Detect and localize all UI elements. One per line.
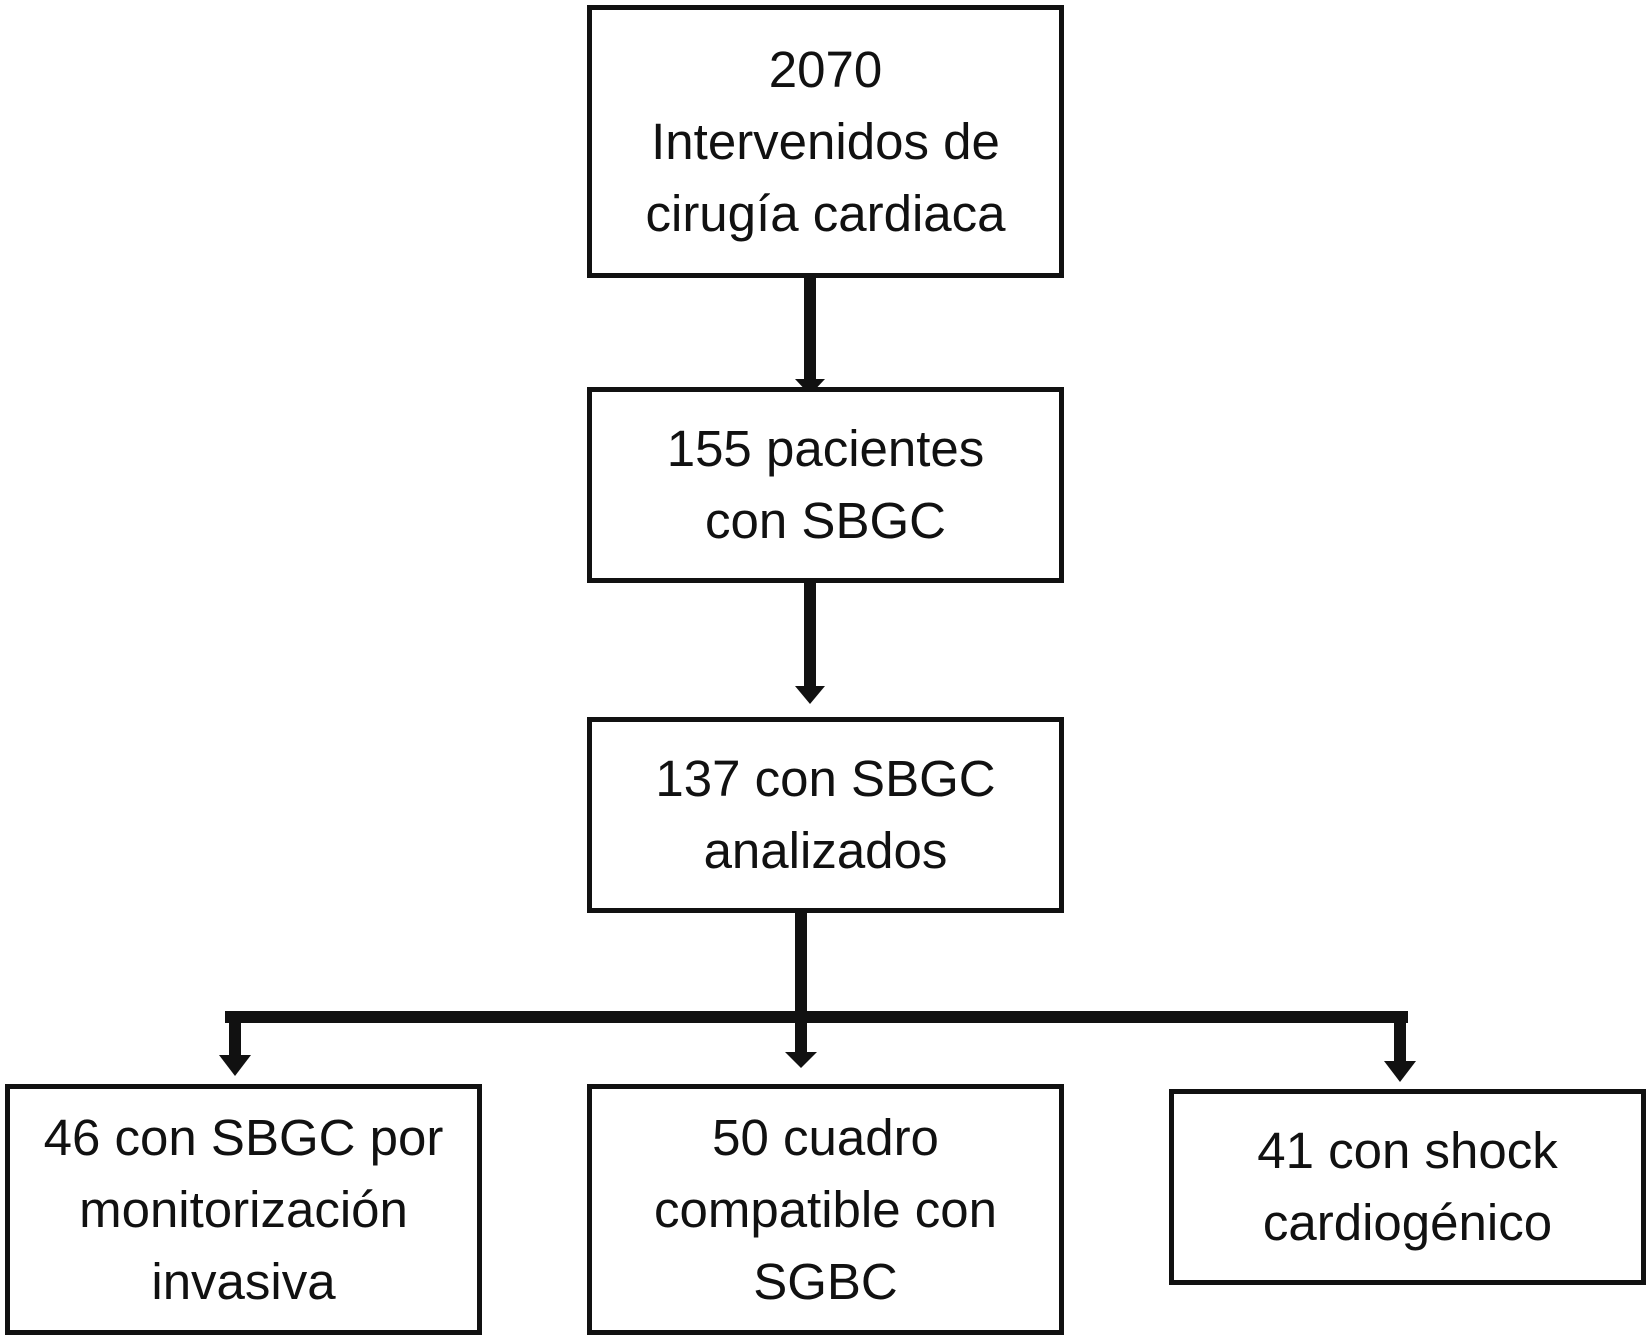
node-line: 46 con SBGC por xyxy=(43,1108,444,1166)
node-line: 50 cuadro xyxy=(712,1108,939,1166)
node-label: 137 con SBGC analizados xyxy=(655,743,995,887)
node-line: SGBC xyxy=(753,1252,898,1310)
node-line: 155 pacientes xyxy=(666,420,985,477)
node-pacientes-sbgc: 155 pacientes con SBGC xyxy=(587,387,1064,583)
node-line: analizados xyxy=(703,822,948,879)
node-line: compatible con xyxy=(653,1180,998,1238)
node-label: 50 cuadro compatible con SGBC xyxy=(654,1102,997,1318)
edge-n1-n2 xyxy=(795,277,825,395)
node-line: Intervenidos de xyxy=(651,112,1000,170)
edge-n3-n4 xyxy=(219,1011,251,1076)
node-line: con SBGC xyxy=(705,492,946,549)
node-line: 2070 xyxy=(768,40,883,98)
node-cuadro-compatible: 50 cuadro compatible con SGBC xyxy=(587,1084,1064,1335)
edge-n3-n5 xyxy=(785,1017,817,1068)
node-line: cirugía cardiaca xyxy=(645,184,1006,242)
edge-n2-n3 xyxy=(795,582,825,704)
node-label: 46 con SBGC por monitorización invasiva xyxy=(44,1102,444,1318)
node-monitorizacion-invasiva: 46 con SBGC por monitorización invasiva xyxy=(5,1084,482,1335)
node-line: cardiogénico xyxy=(1262,1194,1553,1251)
node-line: invasiva xyxy=(151,1252,336,1310)
node-sbgc-analizados: 137 con SBGC analizados xyxy=(587,717,1064,913)
node-shock-cardiogenico: 41 con shock cardiogénico xyxy=(1169,1089,1646,1285)
edge-n3-trunk xyxy=(225,912,1408,1023)
node-line: 137 con SBGC xyxy=(655,750,996,807)
edge-n3-n6 xyxy=(1384,1011,1416,1082)
node-line: 41 con shock xyxy=(1257,1122,1558,1179)
node-label: 41 con shock cardiogénico xyxy=(1257,1115,1558,1259)
node-label: 2070 Intervenidos de cirugía cardiaca xyxy=(645,34,1005,250)
node-total-intervenidos: 2070 Intervenidos de cirugía cardiaca xyxy=(587,5,1064,278)
node-line: monitorización xyxy=(79,1180,408,1238)
node-label: 155 pacientes con SBGC xyxy=(667,413,985,557)
